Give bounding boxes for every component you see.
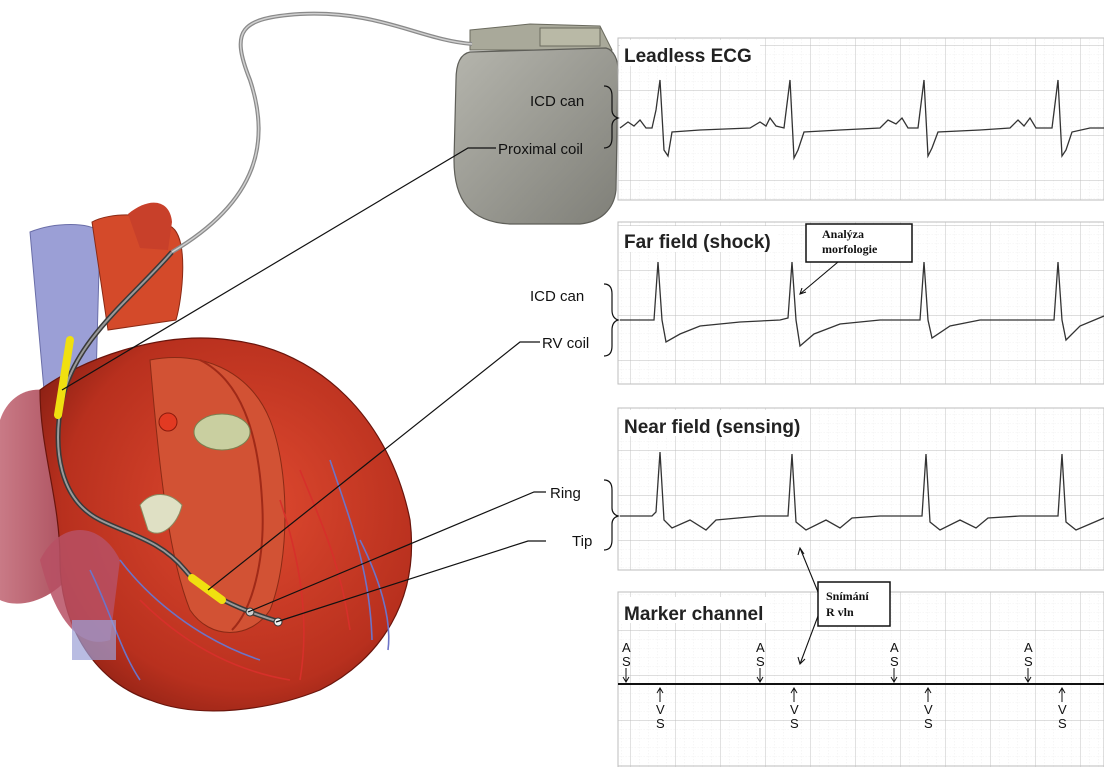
marker-v: V: [1058, 702, 1067, 717]
marker-s: S: [1058, 716, 1067, 731]
marker-s: S: [756, 654, 765, 669]
marker-a: A: [756, 640, 765, 655]
marker-s: S: [790, 716, 799, 731]
panel-title-marker: Marker channel: [624, 604, 763, 625]
papillary-node: [159, 413, 177, 431]
marker-s: S: [656, 716, 665, 731]
heart-illustration: [0, 203, 412, 711]
marker-v: V: [790, 702, 799, 717]
device-lead-wire: [172, 14, 472, 252]
morphology-line-1: Analýza: [822, 227, 864, 241]
marker-s: S: [924, 716, 933, 731]
marker-s: S: [1024, 654, 1033, 669]
label-rv-coil: RV coil: [542, 335, 589, 352]
marker-a: A: [1024, 640, 1033, 655]
label-icd-can-device: ICD can: [530, 93, 584, 110]
r-wave-line-1: Snímání: [826, 589, 869, 603]
label-ring: Ring: [550, 485, 581, 502]
icd-can: [454, 48, 618, 224]
marker-a: A: [622, 640, 631, 655]
label-tip: Tip: [572, 533, 592, 550]
valve-upper: [194, 414, 250, 450]
r-wave-line-2: R vln: [826, 605, 854, 619]
panel-title-near-field: Near field (sensing): [624, 417, 800, 438]
panel-title-leadless: Leadless ECG: [624, 46, 752, 67]
label-icd-can-far: ICD can: [530, 288, 584, 305]
marker-v: V: [656, 702, 665, 717]
morphology-line-2: morfologie: [822, 242, 878, 256]
ivc-stub: [72, 620, 116, 660]
marker-s: S: [622, 654, 631, 669]
ring-electrode: [246, 608, 254, 616]
marker-v: V: [924, 702, 933, 717]
marker-a: A: [890, 640, 899, 655]
icd-device: [172, 14, 618, 252]
marker-s: S: [890, 654, 899, 669]
panel-title-far-field: Far field (shock): [624, 232, 771, 253]
tip-electrode: [274, 618, 282, 626]
label-proximal-coil: Proximal coil: [498, 141, 583, 158]
